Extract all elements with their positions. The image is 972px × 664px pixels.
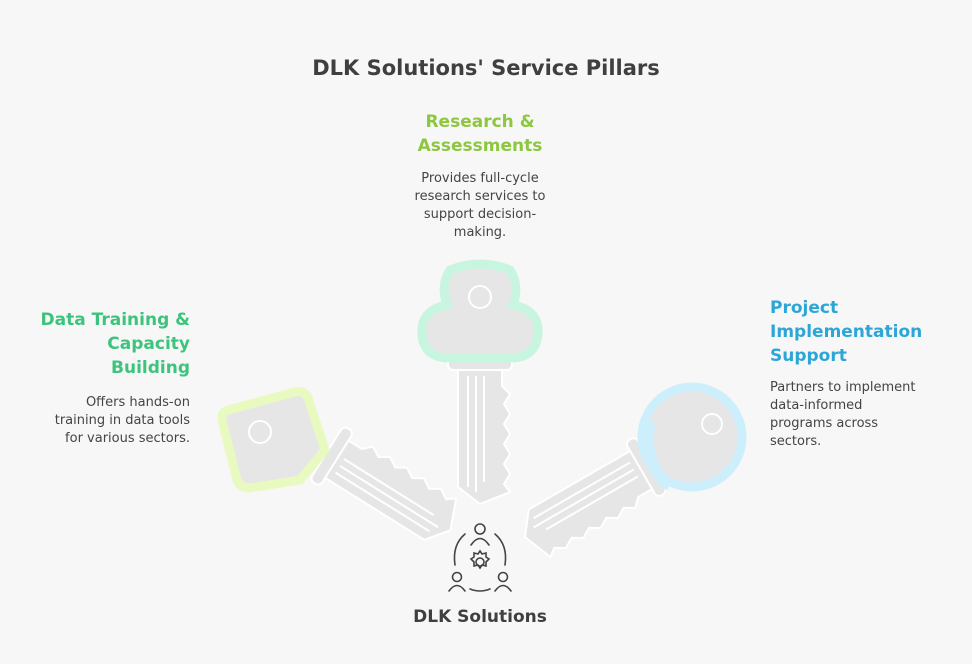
team-gear-icon (448, 523, 512, 592)
desc-line: programs across (770, 416, 879, 431)
title-line: Project (770, 298, 839, 318)
pillar-research-title: Research & Assessments (380, 110, 580, 158)
pillar-training-title: Data Training & Capacity Building (0, 308, 190, 380)
implementation-key-icon (508, 382, 747, 566)
training-key-icon (217, 387, 469, 559)
desc-line: making. (453, 225, 507, 240)
desc-line: research services to (414, 189, 546, 204)
title-line: Support (770, 346, 847, 366)
pillar-research-description: Provides full-cycle research services to… (380, 170, 580, 242)
desc-line: support decision- (423, 207, 537, 222)
desc-line: Provides full-cycle (421, 171, 539, 186)
title-line: Implementation (770, 322, 923, 342)
pillar-training-description: Offers hands-on training in data tools f… (0, 394, 190, 448)
pillar-implementation-title: Project Implementation Support (770, 296, 970, 368)
title-line: Building (111, 358, 190, 378)
title-line: Capacity (107, 334, 190, 354)
center-label: DLK Solutions (413, 607, 547, 627)
pillar-implementation-description: Partners to implement data-informed prog… (770, 379, 970, 451)
desc-line: for various sectors. (65, 431, 190, 446)
desc-line: data-informed (770, 398, 863, 413)
desc-line: training in data tools (54, 413, 190, 428)
research-key-icon (417, 259, 543, 505)
desc-line: sectors. (770, 434, 822, 449)
title-line: Assessments (417, 136, 543, 156)
desc-line: Partners to implement (770, 380, 916, 395)
title-line: Research & (425, 112, 535, 132)
desc-line: Offers hands-on (85, 395, 190, 410)
diagram-title: DLK Solutions' Service Pillars (312, 56, 660, 80)
title-line: Data Training & (40, 310, 190, 330)
